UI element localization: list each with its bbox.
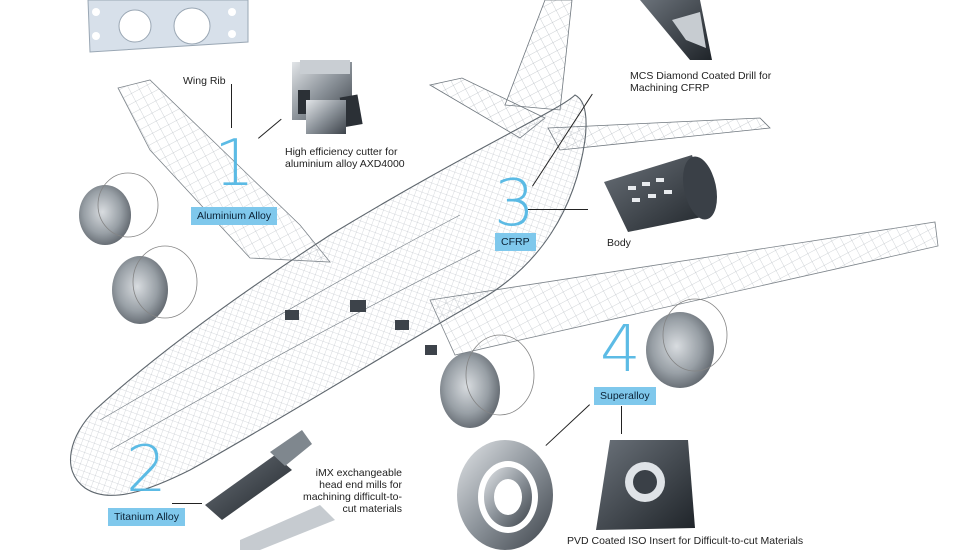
mcs-drill-image xyxy=(640,0,712,60)
body-caption: Body xyxy=(607,237,631,249)
axd4000-cutter-image xyxy=(292,60,363,134)
leader-titanium xyxy=(172,503,202,504)
pvd-insert-caption: PVD Coated ISO Insert for Difficult-to-c… xyxy=(567,535,804,547)
group-4-tag: Superalloy xyxy=(594,387,656,405)
group-2-tag: Titanium Alloy xyxy=(108,508,185,526)
leader-wing-rib xyxy=(231,84,232,128)
axd4000-caption: High efficiency cutter for aluminium all… xyxy=(285,146,405,170)
bearing-ring-image xyxy=(457,440,553,550)
imx-end-mill-image xyxy=(205,430,335,550)
wing-rib-caption: Wing Rib xyxy=(183,75,226,87)
group-1-tag: Aluminium Alloy xyxy=(191,207,278,225)
imx-caption: iMX exchangeable head end mills for mach… xyxy=(302,467,402,515)
group-1-number: 1 xyxy=(214,127,255,201)
group-2-number: 2 xyxy=(126,433,167,507)
group-3-number: 3 xyxy=(494,167,535,241)
wing-rib-image xyxy=(87,0,249,53)
leader-superalloy-down xyxy=(621,406,622,434)
pvd-insert-image xyxy=(596,440,695,530)
leader-body xyxy=(528,209,588,210)
group-4-number: 4 xyxy=(600,313,641,387)
group-3-tag: CFRP xyxy=(495,233,536,251)
cfrp-body-image xyxy=(604,155,718,232)
mcs-drill-caption: MCS Diamond Coated Drill for Machining C… xyxy=(630,70,772,94)
